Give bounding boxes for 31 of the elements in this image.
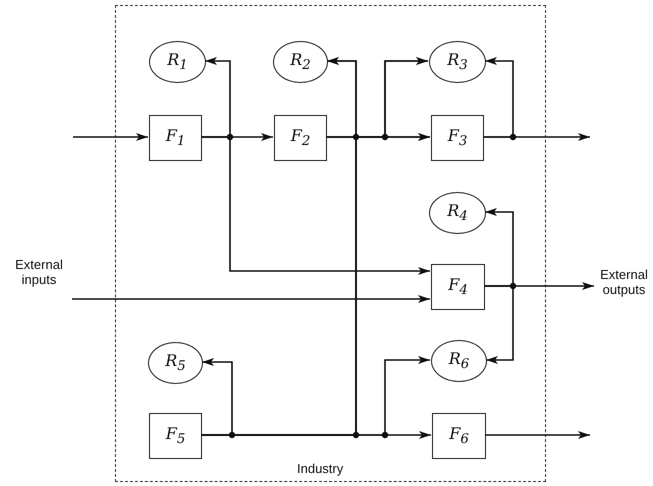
symbol-label: F$_{1}$ <box>166 126 186 150</box>
industry-boundary <box>115 5 546 482</box>
resource-ellipse <box>273 41 328 83</box>
symbol-label: R$_{3}$ <box>447 50 468 74</box>
flow-arrow <box>485 431 590 439</box>
external-label: External outputs <box>594 265 653 299</box>
symbol-label: R$_{1}$ <box>167 50 188 74</box>
flow-arrow <box>483 133 590 141</box>
symbol-label: F$_{6}$ <box>449 424 469 448</box>
industry-label: Industry <box>297 461 344 476</box>
symbol-label: F$_{4}$ <box>448 275 468 299</box>
process-box <box>274 115 327 161</box>
flow-arrow <box>73 133 148 141</box>
symbol-label: R$_{5}$ <box>165 351 186 375</box>
symbol-label: F$_{5}$ <box>166 424 186 448</box>
resource-ellipse <box>148 342 203 384</box>
external-label: External inputs <box>6 255 72 289</box>
symbol-label: F$_{2}$ <box>290 126 310 150</box>
symbol-label: R$_{6}$ <box>448 349 470 373</box>
resource-ellipse <box>431 340 487 382</box>
symbol-label: R$_{2}$ <box>290 50 311 74</box>
process-box <box>149 115 202 161</box>
flow-arrow <box>201 136 430 275</box>
process-box <box>431 115 484 161</box>
symbol-label: R$_{4}$ <box>447 201 468 225</box>
flow-arrow <box>72 295 430 303</box>
process-box <box>432 413 486 459</box>
process-box <box>149 413 202 459</box>
flow-arrow <box>484 282 594 290</box>
symbol-label: F$_{3}$ <box>448 126 468 150</box>
process-box <box>431 264 485 310</box>
